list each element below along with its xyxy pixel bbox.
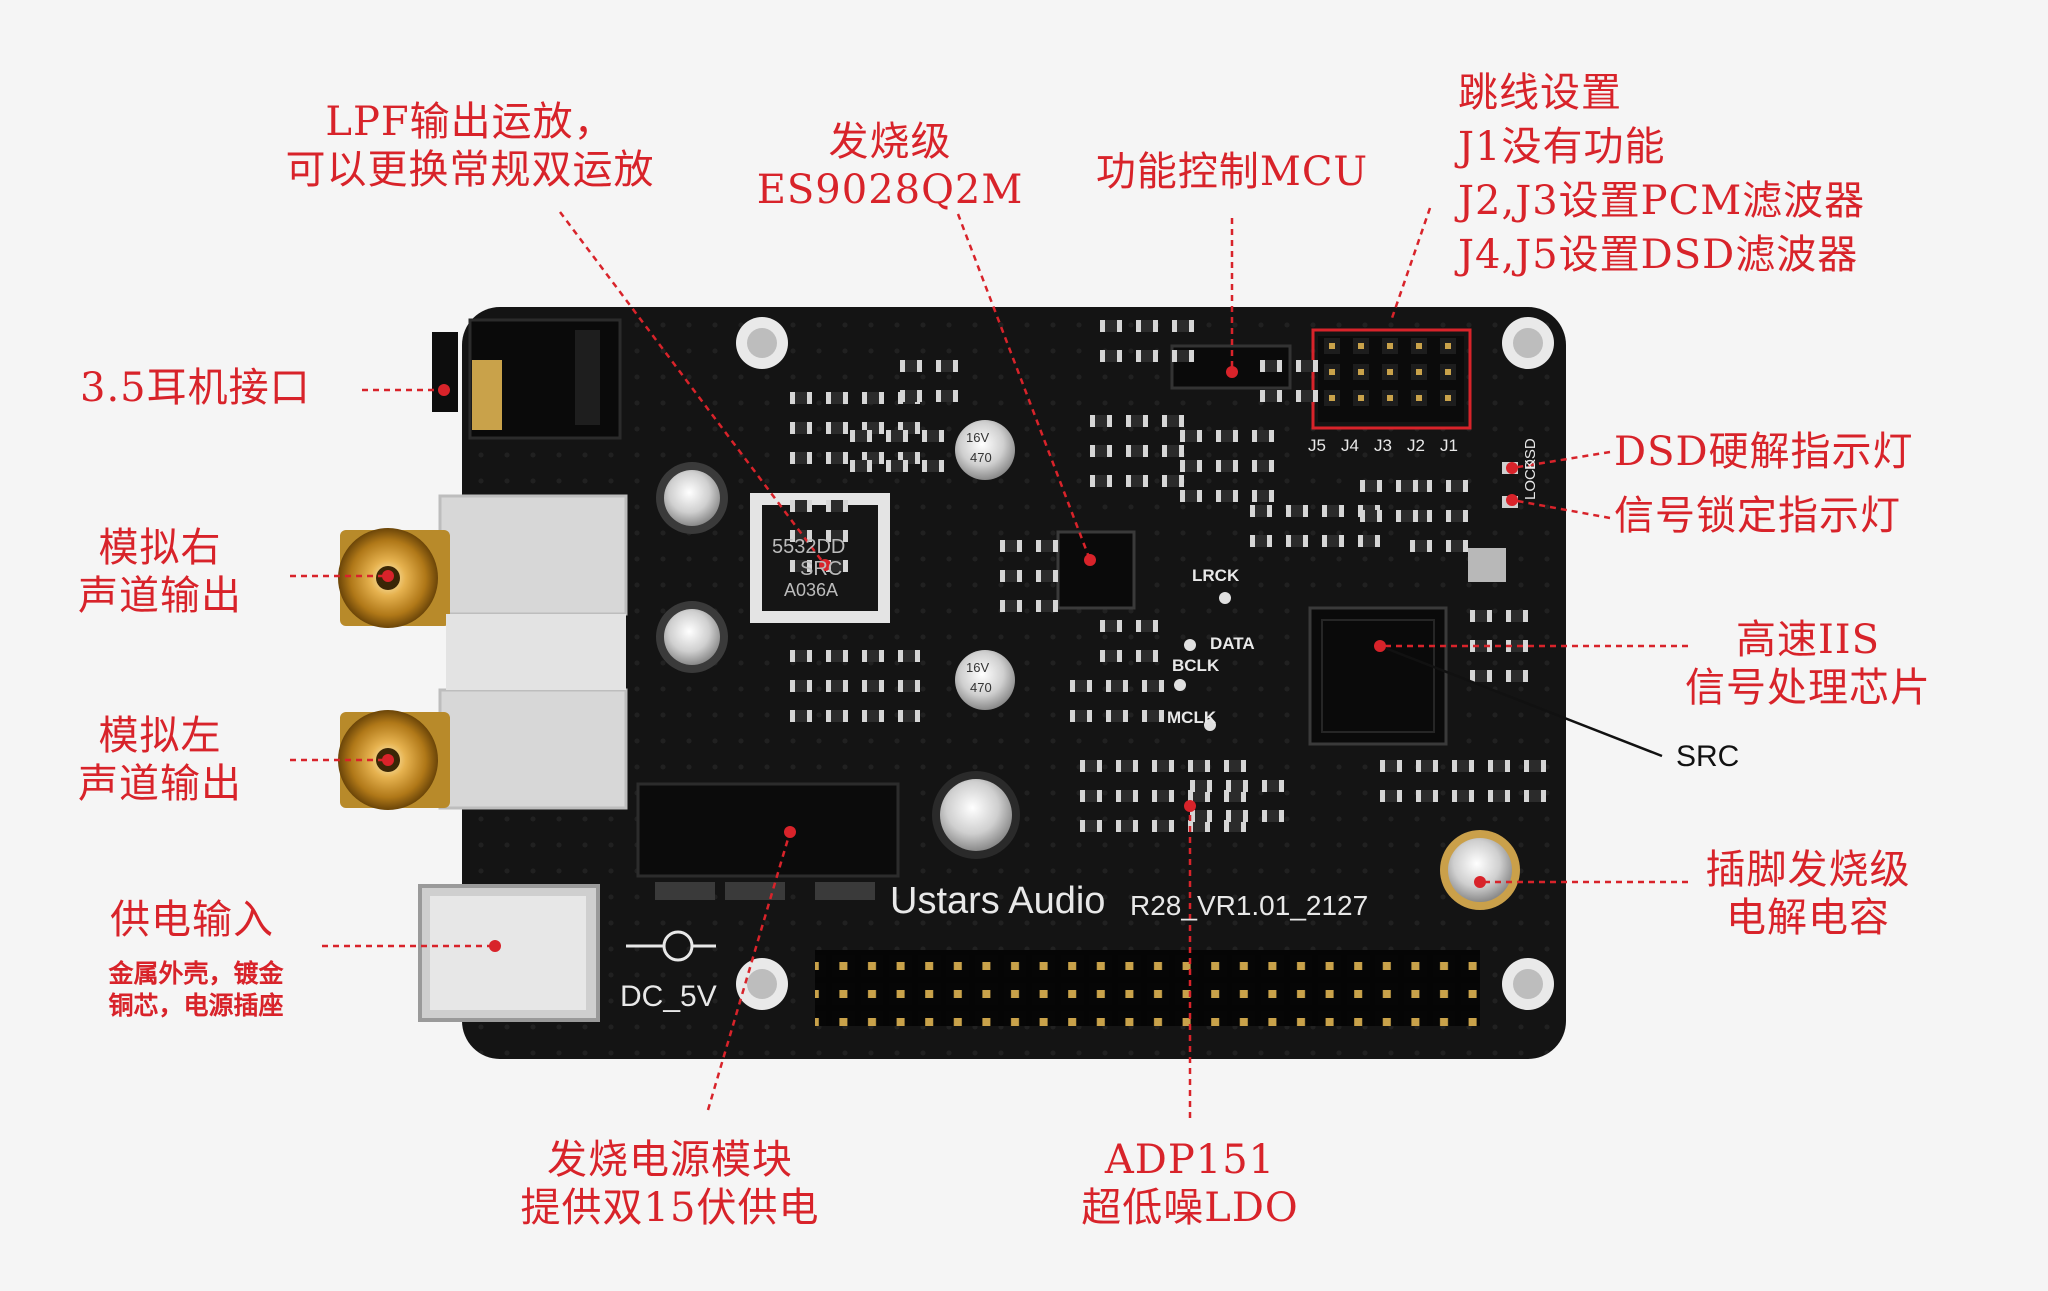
dc-polarity-symbol (626, 930, 716, 962)
brand-silkscreen: Ustars Audio (890, 880, 1106, 922)
headphone-jack (432, 318, 622, 440)
label-power-in: 供电输入 (110, 897, 274, 943)
label-psu: 发烧电源模块提供双15伏供电 (520, 1137, 820, 1231)
rca-right (338, 494, 628, 628)
cap-text-4: 470 (970, 680, 992, 695)
signal-data: DATA (1210, 634, 1255, 653)
label-cap: 插脚发烧级电解电容 (1705, 847, 1911, 941)
cap-text-3: 16V (966, 660, 990, 675)
dc-silkscreen: DC_5V (620, 980, 717, 1013)
smd-components (790, 320, 1546, 832)
signal-bclk: BCLK (1172, 656, 1220, 675)
dac-chip (1056, 530, 1136, 610)
signal-mclk: MCLK (1167, 708, 1217, 727)
dc-jack (418, 884, 600, 1022)
jumper-label-j5: J5 (1308, 436, 1326, 455)
signal-lrck: LRCK (1192, 566, 1240, 585)
mounting-holes (736, 317, 1554, 1010)
leader-lines (290, 207, 1688, 1118)
jumper-label-j4: J4 (1341, 436, 1359, 455)
cap-text-1: 16V (966, 430, 990, 445)
label-right-out: 模拟右声道输出 (78, 525, 242, 619)
rca-left (338, 688, 628, 810)
electrolytic-caps (656, 420, 1520, 910)
cap-text-2: 470 (970, 450, 992, 465)
label-src: SRC (1676, 740, 1740, 773)
jumper-label-j3: J3 (1374, 436, 1392, 455)
jumper-label-j1: J1 (1440, 436, 1458, 455)
label-lpf: LPF输出运放，可以更换常规双运放 (285, 99, 655, 193)
label-headphone: 3.5耳机接口 (80, 365, 311, 411)
label-left-out: 模拟左声道输出 (78, 713, 242, 807)
label-dsd-led: DSD硬解指示灯 (1614, 429, 1914, 475)
jumper-label-j2: J2 (1407, 436, 1425, 455)
label-power-in-sub: 金属外壳，镀金铜芯，电源插座 (108, 959, 284, 1020)
opamp-text-1: 5532DD (772, 536, 846, 558)
label-mcu: 功能控制MCU (1095, 149, 1369, 195)
psu-module (636, 782, 900, 878)
opamp-text-3: A036A (784, 580, 839, 600)
led-label-dsd: DSD (1522, 438, 1539, 470)
label-lock-led: 信号锁定指示灯 (1614, 493, 1901, 539)
opamp-text-2: SRC (800, 558, 843, 580)
version-silkscreen: R28_VR1.01_2127 (1130, 890, 1369, 921)
iis-chip (1308, 606, 1448, 746)
